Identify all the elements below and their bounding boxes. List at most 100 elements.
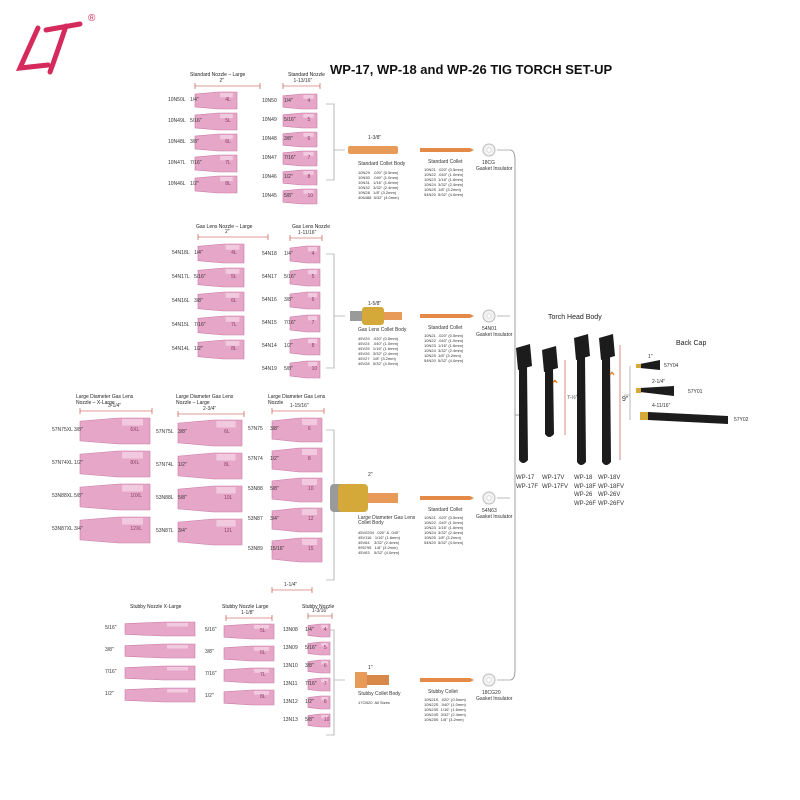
insulator-code-1: 54N01 [482,326,497,332]
gas-large-dim-text: 2" [225,229,230,235]
ld-large-nozzle-3-mark: 12L [224,528,233,534]
ld-large-nozzle-1-mark: 8L [224,462,230,468]
stubby-code-1: 13N09 [283,644,298,651]
ld-large-size-0: 3/8" [178,429,187,435]
ld-nozzle-3-shine [302,509,317,515]
insulator-title-2: Gasket Insulator [476,514,513,520]
collet-body-tail-1 [384,312,402,320]
gas-code-5: 54N19 [262,365,277,372]
ld-size-0: 3/8" [270,426,279,432]
gas-large-size-1: 5/16" [194,273,206,280]
torch-wp17v-handle [545,368,554,437]
gas-code-3: 54N15 [262,319,277,326]
gas-code-1: 54N17 [262,273,277,280]
gas-header: Gas Lens Nozzle [292,224,331,230]
stubby-nozzle-2-mark: 6 [323,662,327,669]
ld-xl-nozzle-2-shine [122,485,143,492]
gas-size-2: 3/8" [284,296,293,303]
torch-wp17v-head [542,346,558,372]
collet-body-0 [348,146,398,154]
stubby-nozzle-4-mark: 8 [323,698,327,705]
torch-wp17-head [516,344,532,370]
gas-size-3: 7/16" [284,319,296,326]
gas-large-header: Gas Lens Nozzle – Large [196,224,253,230]
collet-body-dim-1: 1-5/8" [368,301,382,307]
ld-xl-size-1: 1/2" [74,460,83,466]
std-nozzle-1-shine [303,114,314,118]
collet-body-3 [355,672,367,688]
ld-large-nozzle-0-shine [216,421,236,428]
gas-large-size-2: 3/8" [194,297,203,304]
collet-3 [420,678,474,682]
backcap-2 [648,412,728,424]
stubby-nozzle-2-shine [321,661,328,665]
torch-dim1-text: 7-½" [567,395,578,401]
gas-size-4: 1/2" [284,342,293,349]
std-large-nozzle-3-shine [220,156,233,161]
gas-nozzle-3-mark: 7 [311,319,315,326]
stubby-code-0: 13N08 [283,626,298,633]
insulator-title-0: Gasket Insulator [476,166,513,172]
stubby-nozzle-3-mark: 7 [323,680,327,687]
stubby-size-1: 5/16" [305,644,317,651]
collet-body-title-1: Gas Lens Collet Body [358,327,407,333]
std-large-header: Standard Nozzle – Large [190,72,246,78]
page-title: WP-17, WP-18 and WP-26 TIG TORCH SET-UP [330,62,613,77]
collet-list-3: 10N21S .020" (0.5mm) 10N22S .040" (1.0mm… [424,697,466,722]
gas-nozzle-2-mark: 6 [311,296,315,303]
std-large-code-0: 10N50L [168,96,186,103]
ld-nozzle-2-shine [302,479,317,485]
gas-nozzle-5-mark: 10 [311,365,318,372]
std-large-nozzle-3-mark: 7L [225,159,231,166]
ld-size-2: 5/8" [270,486,279,492]
torch-wp17-handle [519,366,528,463]
stubby-code-5: 13N13 [283,716,298,723]
std-large-size-4: 1/2" [190,180,199,187]
torch-dim2-text: 9" [622,396,629,403]
stubby-code-2: 13N10 [283,662,298,669]
collet-list-2: 10N21 .020" (0.5mm) 10N22 .040" (1.0mm) … [424,515,464,545]
backcap-0-thread [636,364,641,368]
gas-code-0: 54N18 [262,250,277,257]
gas-large-code-4: 54N14L [172,345,190,352]
std-code-4: 10N46 [262,173,277,180]
gas-size-0: 1/4" [284,250,293,257]
ld-code-4: 53N89 [248,546,263,552]
gas-large-nozzle-1-shine [225,269,240,274]
valve-18v [609,371,615,376]
stubby-code-4: 13N12 [283,698,298,705]
ld-nozzle-4-shine [302,539,317,545]
gas-size-5: 5/8" [284,365,293,372]
gas-large-size-4: 1/2" [194,345,203,352]
ld-xl-nozzle-2-mark: 10XL [130,493,143,499]
backcap-1-thread [636,388,641,393]
gas-nozzle-5-shine [308,362,317,367]
stubby-nozzle-5-mark: 10 [323,716,330,723]
collet-body-dim-0: 1-3/8" [368,135,382,141]
insulator-code-2: 54N63 [482,508,497,514]
ld-xl-header: Large Diameter Gas Lens Nozzle – X-Large [76,394,134,406]
std-code-5: 10N45 [262,192,277,199]
logo [15,21,83,75]
ld-xl-code-1: 57N74XL [52,460,73,466]
std-large-code-3: 10N47L [168,159,186,166]
bracket-1 [326,253,345,369]
ld-code-1: 57N74 [248,456,263,462]
ld-large-dim-text: 2-3/4" [203,406,217,412]
std-nozzle-1-mark: 5 [307,116,311,123]
ld-xl-nozzle-3-mark: 12XL [130,526,143,532]
stubby-xl-nozzle-0-shine [167,623,188,627]
collet-title-0: Standard Collet [428,159,463,165]
stubby-xl-nozzle-3-shine [167,689,188,693]
collet-body-dim-2: 2" [368,472,373,478]
gas-large-code-3: 54N15L [172,321,190,328]
std-large-nozzle-1-mark: 5L [225,117,231,124]
valve-17v [552,379,558,384]
gas-large-nozzle-2-mark: 6L [231,297,237,304]
gas-large-size-0: 1/4" [194,249,203,256]
ld-nozzle-1-mark: 8 [308,456,311,462]
stubby-large-nozzle-2-mark: 7L [260,671,266,678]
torch-label-0: WP-17 WP-17F [516,475,539,490]
collet-title-1: Standard Collet [428,325,463,331]
collet-body-list-2: 45V0204 .020" & .040" 45V116 1/16" (1.6m… [358,530,401,555]
